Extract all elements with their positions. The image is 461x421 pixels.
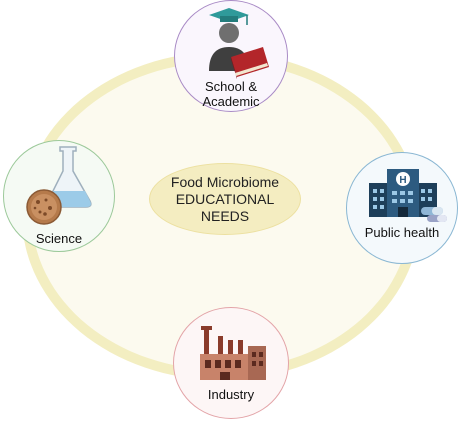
flask-and-petri-dish-icon: [26, 146, 92, 225]
center-title-line-1: Food Microbiome: [170, 173, 280, 190]
svg-text:H: H: [399, 175, 406, 186]
hospital-with-pills-icon: H: [369, 169, 447, 222]
node-school-label-line-1: School &: [204, 79, 258, 94]
graduate-with-book-icon: [209, 8, 269, 79]
factory-icon: [200, 326, 266, 380]
node-industry: Industry: [173, 307, 289, 419]
node-school-academic-label: School & Academic: [175, 79, 287, 109]
center-title-line-3: NEEDS: [200, 207, 250, 224]
node-public-health-label: Public health: [364, 225, 440, 240]
node-school-academic: School & Academic: [174, 0, 288, 112]
node-industry-label: Industry: [207, 387, 255, 402]
center-title-line-2: EDUCATIONAL: [175, 190, 275, 207]
node-science: Science: [3, 140, 115, 252]
node-science-label: Science: [35, 231, 83, 246]
node-public-health: H Public health: [346, 152, 458, 264]
center-ellipse: Food Microbiome EDUCATIONAL NEEDS: [149, 163, 301, 235]
node-school-label-line-2: Academic: [202, 94, 260, 109]
